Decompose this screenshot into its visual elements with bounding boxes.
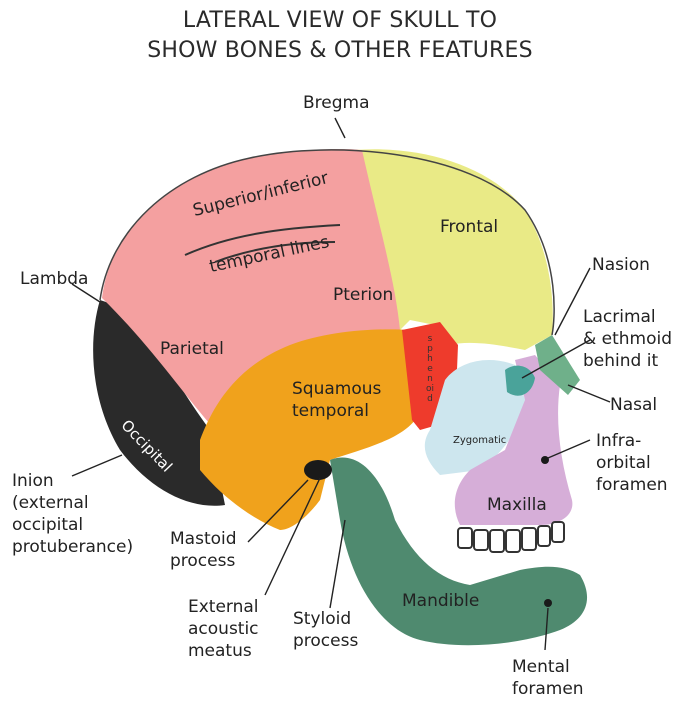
- frontal-label: Frontal: [440, 217, 499, 237]
- external-acoustic-line-3: meatus: [188, 641, 252, 661]
- lacrimal-line-2: & ethmoid: [583, 329, 673, 349]
- frontal-bone: [355, 149, 553, 350]
- inion-line-3: occipital: [12, 515, 84, 535]
- maxilla-label: Maxilla: [487, 495, 547, 515]
- external-acoustic-line-2: acoustic: [188, 619, 259, 639]
- nasal-label: Nasal: [610, 395, 658, 415]
- infraorbital-line-2: orbital: [596, 453, 651, 473]
- bregma-label: Bregma: [303, 93, 370, 113]
- lacrimal-line-3: behind it: [583, 351, 659, 371]
- squamous-line-2: temporal: [292, 401, 370, 421]
- occipital-bone: [93, 300, 225, 506]
- infraorbital-line-1: Infra-: [596, 431, 642, 451]
- squamous-temporal-label: Squamous temporal: [292, 378, 381, 422]
- mental-foramen-dot: [544, 599, 552, 607]
- title-line-2: SHOW BONES & OTHER FEATURES: [147, 38, 533, 63]
- zygomatic-bone: [424, 360, 525, 475]
- nasal-bone: [535, 335, 580, 395]
- inion-line-2: (external: [12, 493, 89, 513]
- maxilla-bone: [454, 355, 573, 525]
- external-acoustic-line-1: External: [188, 597, 259, 617]
- inion-line-1: Inion: [12, 471, 54, 491]
- mental-foramen-label: Mental foramen: [512, 656, 584, 700]
- pointer-lines: [71, 117, 611, 651]
- parietal-label: Parietal: [160, 339, 224, 359]
- styloid-line-1: Styloid: [293, 609, 352, 629]
- mastoid-line-2: process: [170, 551, 236, 571]
- mastoid-label: Mastoid process: [170, 528, 237, 572]
- external-acoustic-label: External acoustic meatus: [188, 596, 259, 662]
- parietal-bone: [102, 148, 405, 431]
- infraorbital-label: Infra- orbital foramen: [596, 430, 668, 496]
- skull-outline: [99, 149, 555, 336]
- teeth: [457, 521, 565, 553]
- styloid-label: Styloid process: [293, 608, 358, 652]
- temporal-bone: [200, 329, 415, 530]
- external-acoustic-meatus-hole: [304, 460, 332, 480]
- mastoid-line-1: Mastoid: [170, 529, 237, 549]
- mandible-bone: [330, 457, 588, 646]
- temporal-line-lower: [214, 241, 336, 263]
- title-line-1: LATERAL VIEW OF SKULL TO: [182, 8, 498, 33]
- infraorbital-line-3: foramen: [596, 475, 668, 495]
- lacrimal-label: Lacrimal & ethmoid behind it: [583, 306, 672, 372]
- sphenoid-label: sphenoid: [425, 334, 434, 404]
- orbit: [505, 365, 535, 396]
- zygomatic-label: Zygomatic: [453, 435, 507, 446]
- nasion-label: Nasion: [592, 255, 650, 275]
- mandible-label: Mandible: [402, 591, 480, 611]
- inion-line-4: protuberance): [12, 537, 134, 557]
- mental-foramen-line-1: Mental: [512, 657, 570, 677]
- styloid-line-2: process: [293, 631, 359, 651]
- pterion-label: Pterion: [333, 285, 394, 305]
- inion-label: Inion (external occipital protuberance): [12, 470, 133, 558]
- lacrimal-line-1: Lacrimal: [583, 307, 656, 327]
- temporal-line-upper: [184, 224, 341, 256]
- squamous-line-1: Squamous: [292, 379, 382, 399]
- lambda-label: Lambda: [20, 269, 89, 289]
- infraorbital-foramen-dot: [541, 456, 549, 464]
- mental-foramen-line-2: foramen: [512, 679, 584, 699]
